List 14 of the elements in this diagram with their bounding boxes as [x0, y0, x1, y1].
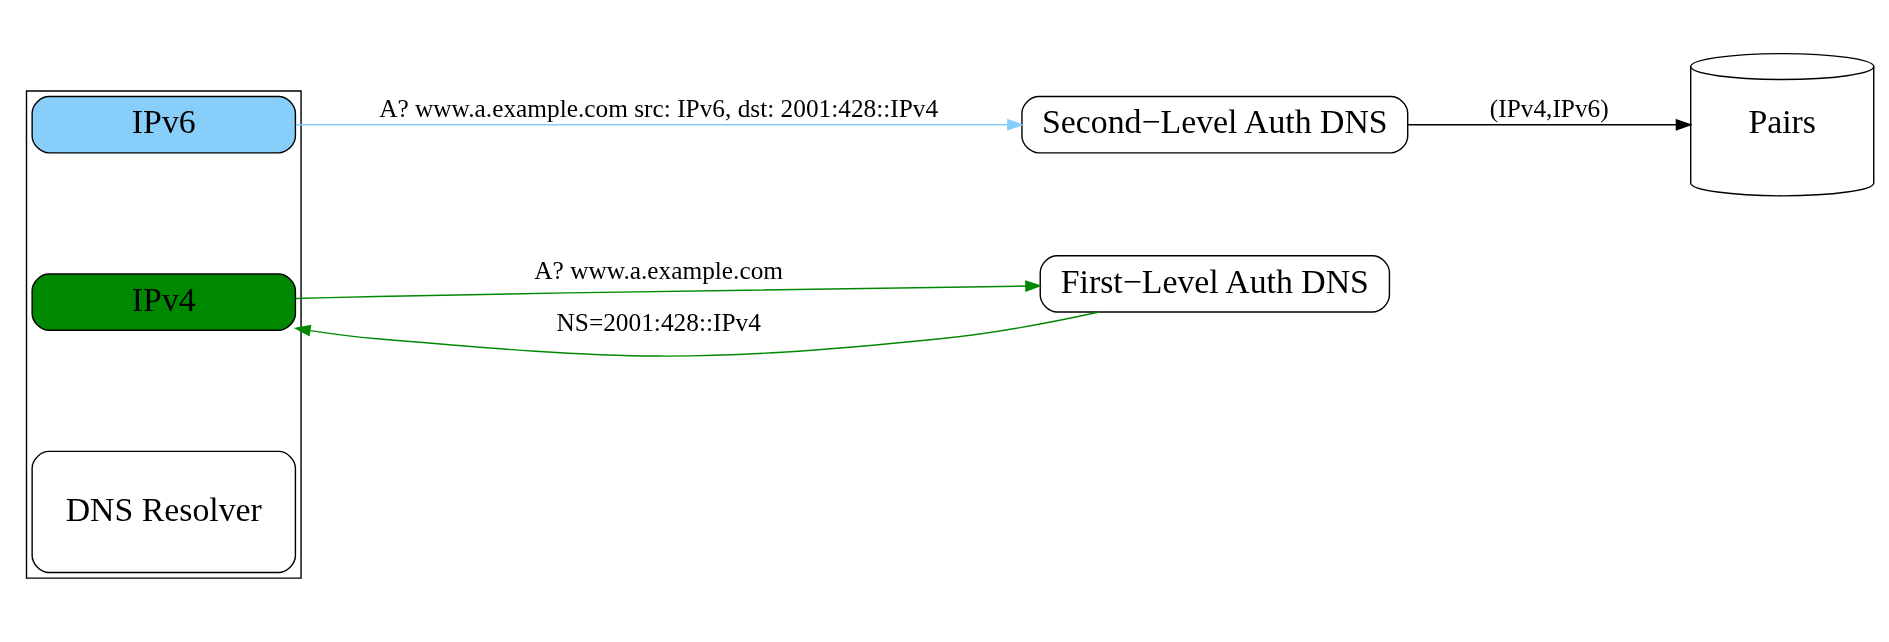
node-box: IPv4: [31, 272, 297, 331]
edge-label: (IPv4,IPv6): [1489, 93, 1609, 122]
node-box: Second−Level Auth DNS: [1021, 95, 1409, 154]
node-box: DNS Resolver: [31, 450, 297, 573]
cluster: [25, 89, 302, 579]
arrow: [295, 118, 1025, 131]
node-box: First−Level Auth DNS: [1039, 254, 1391, 313]
edge-label: A? www.a.example.com src: IPv6, dst: 2001:428::IPv4: [379, 93, 939, 122]
node-box: IPv6: [31, 95, 297, 154]
edge-label: NS=2001:428::IPv4: [556, 307, 761, 336]
arrow: [295, 279, 1043, 299]
arrow: [293, 310, 1100, 357]
arrow: [1407, 118, 1693, 131]
edge-label: A? www.a.example.com: [534, 255, 784, 284]
